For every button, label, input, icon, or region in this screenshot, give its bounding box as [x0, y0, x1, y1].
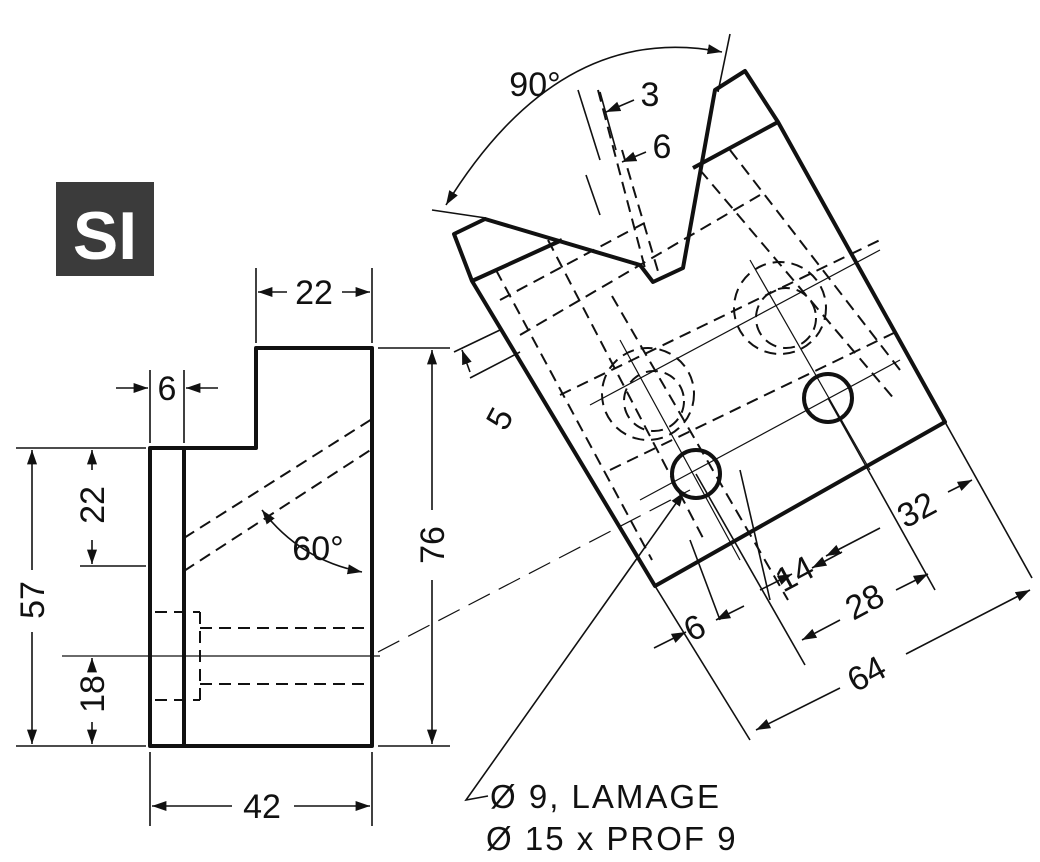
- dim-line: [653, 631, 687, 649]
- dim-d6: 6: [678, 607, 713, 649]
- dim-line: [801, 619, 841, 641]
- dim-total-height: 76: [414, 526, 452, 564]
- projection-line: [377, 489, 691, 653]
- dim-d64: 64: [841, 649, 892, 700]
- hidden-line: [495, 269, 653, 561]
- extension-line: [739, 469, 771, 601]
- dim-line: [461, 349, 472, 373]
- si-badge-label: SI: [73, 198, 137, 274]
- dim-left-strip: 6: [158, 370, 177, 408]
- extension-line: [944, 421, 1033, 579]
- si-badge: SI: [56, 182, 154, 276]
- hidden-line: [729, 149, 901, 371]
- auxiliary-view: 90° 3 6 5 32 14 28 6 64: [377, 33, 1033, 802]
- dim-line: [811, 551, 843, 569]
- dim-line: [905, 589, 1031, 655]
- extension-line: [599, 91, 617, 151]
- hidden-line: [699, 169, 896, 401]
- dim-line: [621, 151, 647, 163]
- extension-line: [577, 89, 601, 161]
- counterbore-hidden: [733, 261, 827, 355]
- extension-line: [717, 33, 731, 93]
- extension-line: [689, 539, 721, 621]
- extension-line: [453, 329, 501, 353]
- note-line-2: Ø 15 x PROF 9: [486, 820, 738, 857]
- hole-center-line: [619, 339, 741, 561]
- si-badge-background: [56, 182, 154, 276]
- counterbore-hidden: [623, 370, 685, 432]
- extension-line: [654, 585, 751, 741]
- hole-center-line: [589, 249, 881, 406]
- slot-line: [621, 149, 661, 279]
- extension-line: [431, 209, 487, 219]
- counterbore-hidden: [755, 287, 817, 349]
- note-line-1: Ø 9, LAMAGE: [490, 778, 721, 815]
- hole: [670, 448, 722, 500]
- slot-line: [597, 89, 647, 273]
- auxiliary-view-outline: [452, 69, 947, 588]
- hidden-slot-line: [183, 418, 373, 539]
- hidden-line: [559, 239, 881, 396]
- angle-arc: [261, 509, 363, 575]
- dim-slot-b: 6: [653, 128, 672, 166]
- dim-line: [755, 687, 841, 731]
- dim-line: [715, 605, 745, 621]
- dim-angle: 60°: [292, 530, 343, 568]
- hidden-line: [499, 219, 651, 301]
- angle-arc: [445, 44, 723, 206]
- dim-line: [947, 479, 973, 493]
- dim-d32: 32: [891, 485, 942, 536]
- hidden-slot-line: [183, 448, 373, 572]
- hidden-line: [519, 194, 761, 336]
- front-view-outline: [148, 346, 374, 748]
- dim-slot-a: 3: [641, 76, 660, 114]
- extension-line: [827, 397, 936, 591]
- hole-center-line: [749, 259, 871, 471]
- dim-d14: 14: [769, 549, 820, 600]
- hole-note: Ø 9, LAMAGE Ø 15 x PROF 9: [486, 778, 738, 857]
- dim-top-width: 22: [295, 274, 333, 312]
- dim-line: [759, 573, 793, 591]
- counterbore-hidden: [601, 347, 695, 441]
- dim-line: [895, 573, 929, 591]
- dim-line: [605, 99, 635, 113]
- chamfer-line: [471, 238, 563, 283]
- dim-v-angle: 90°: [509, 66, 560, 104]
- hidden-line: [609, 329, 901, 471]
- dim-upper-height: 22: [74, 486, 112, 524]
- dim-overall-height: 57: [14, 581, 52, 619]
- dim-line: [825, 527, 881, 557]
- dim-offset: 5: [479, 402, 521, 437]
- dim-base-width: 42: [243, 788, 281, 826]
- extension-line: [695, 473, 806, 666]
- extension-line: [469, 351, 521, 379]
- hole-center-line: [639, 359, 901, 501]
- front-view: 22 6 57 22 18 76 42 60°: [14, 268, 452, 826]
- extension-line: [585, 174, 601, 216]
- hole: [802, 372, 854, 424]
- leader-line: [464, 491, 685, 802]
- dim-lower-height: 18: [74, 675, 112, 713]
- hidden-line: [611, 295, 789, 601]
- dim-d28: 28: [839, 577, 890, 628]
